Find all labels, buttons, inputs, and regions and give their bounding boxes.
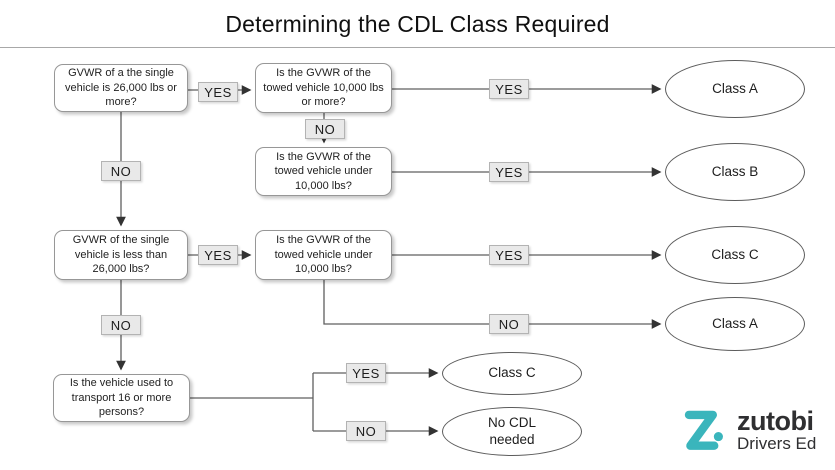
outcome-class-c-bottom: Class C [442,352,582,395]
decision-box-towed-under-10000-upper: Is the GVWR of the towed vehicle under 1… [255,147,392,196]
label-no-2: NO [101,161,141,181]
zutobi-z-icon [684,410,723,450]
label-yes-4: YES [198,245,238,265]
brand-name: zutobi [737,406,814,436]
label-no-1: NO [305,119,345,139]
decision-box-single-vehicle-26000: GVWR of a the single vehicle is 26,000 l… [54,64,188,112]
label-no-4: NO [101,315,141,335]
brand-tagline: Drivers Ed [737,434,817,453]
outcome-class-a-mid: Class A [665,297,805,351]
label-no-5: NO [346,421,386,441]
label-yes-5: YES [489,245,529,265]
label-yes-3: YES [489,162,529,182]
decision-box-transport-16-persons: Is the vehicle used to transport 16 or m… [53,374,190,422]
decision-box-towed-10000-or-more: Is the GVWR of the towed vehicle 10,000 … [255,63,392,113]
outcome-class-a-top: Class A [665,60,805,118]
label-no-3: NO [489,314,529,334]
decision-box-towed-under-10000-lower: Is the GVWR of the towed vehicle under 1… [255,230,392,280]
page-title: Determining the CDL Class Required [225,11,610,37]
title-divider [0,47,835,48]
outcome-class-b: Class B [665,143,805,201]
label-yes-6: YES [346,363,386,383]
label-yes-1: YES [198,82,238,102]
label-yes-2: YES [489,79,529,99]
zutobi-logo-text: zutobi Drivers Ed [737,408,816,454]
outcome-class-c-right: Class C [665,226,805,284]
decision-box-single-vehicle-less-26000: GVWR of the single vehicle is less than … [54,230,188,280]
outcome-no-cdl-needed: No CDL needed [442,407,582,456]
zutobi-logo: zutobi Drivers Ed [682,408,816,454]
